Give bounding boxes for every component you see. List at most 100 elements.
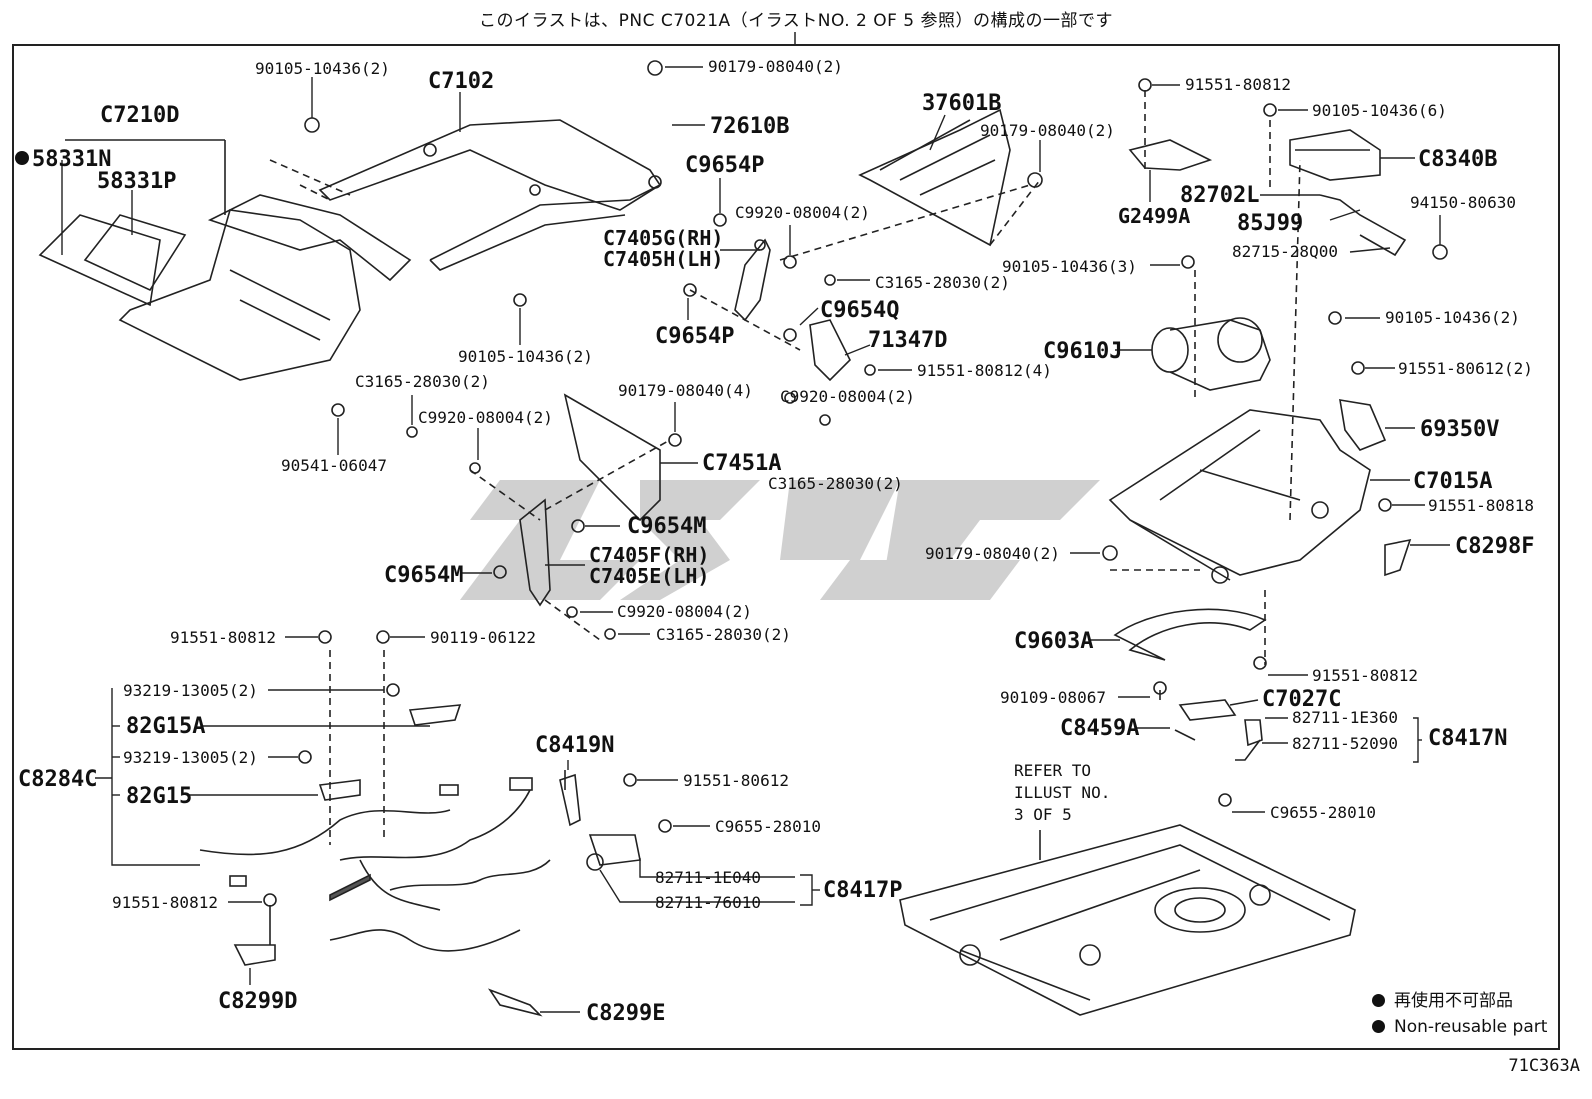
- watermark-logo: [460, 480, 1100, 600]
- refer-line: 3 OF 5: [1014, 805, 1072, 824]
- callout-c38: 94150-80630: [1410, 193, 1516, 212]
- callout-c22: 90179-08040(4): [618, 381, 753, 400]
- callout-c4: 58331N: [32, 147, 111, 172]
- seat-frame-left: [38, 140, 412, 381]
- callout-c66: C8419N: [535, 733, 614, 758]
- callout-c3: C7210D: [100, 103, 179, 128]
- refer-line: ILLUST NO.: [1014, 783, 1111, 802]
- lower-track: [899, 824, 1356, 1016]
- callout-c47: 91551-80818: [1428, 496, 1534, 515]
- callout-c17: 71347D: [868, 328, 947, 353]
- non-reusable-marker-icon: [15, 151, 29, 165]
- fasteners: [263, 60, 1448, 907]
- callout-c50: C9603A: [1014, 629, 1093, 654]
- callout-c27: C9654M: [627, 514, 706, 539]
- callout-c41: 90105-10436(3): [1002, 257, 1137, 276]
- callout-c65: C8284C: [18, 767, 97, 792]
- callout-c46: C7015A: [1413, 469, 1492, 494]
- callout-c15: C9654P: [655, 324, 734, 349]
- cover-C9603A: [1113, 590, 1267, 665]
- callout-c5: 58331P: [97, 169, 176, 194]
- callout-c12: C7405G(RH): [603, 226, 723, 250]
- callout-c49: C8298F: [1455, 534, 1534, 559]
- refer-line: REFER TO: [1014, 761, 1092, 780]
- callout-c10: 90179-08040(2): [980, 121, 1115, 140]
- callout-c69: 82711-1E040: [655, 868, 761, 887]
- callout-c29: C7405E(LH): [589, 564, 709, 588]
- callout-c72: 91551-80812: [112, 893, 218, 912]
- diagram-frame: [12, 44, 1560, 1050]
- legend-item: Non-reusable part: [1372, 1017, 1547, 1037]
- wire-harness: [199, 650, 641, 1017]
- header-note: このイラストは、PNC C7021A（イラストNO. 2 OF 5 参照）の構成…: [478, 11, 1114, 31]
- callout-c43: C9610J: [1043, 339, 1122, 364]
- callout-c54: C8459A: [1060, 716, 1139, 741]
- callout-c56: 82711-52090: [1292, 734, 1398, 753]
- callout-c70: 82711-76010: [655, 893, 761, 912]
- callout-c62: 82G15A: [126, 714, 205, 739]
- callout-c37: 82702L: [1180, 183, 1259, 208]
- module-C8340B: [1128, 90, 1407, 257]
- legend-item: 再使用不可部品: [1372, 986, 1547, 1011]
- callout-c13: C7405H(LH): [603, 247, 723, 271]
- callout-c26: C7451A: [702, 451, 781, 476]
- callout-c57: C8417N: [1428, 726, 1507, 751]
- callout-c53: C7027C: [1262, 687, 1341, 712]
- callout-c18: 91551-80812(4): [917, 361, 1052, 380]
- callout-c51: 91551-80812: [1312, 666, 1418, 685]
- small-parts-C7027C: [1159, 690, 1263, 761]
- filled-circle-icon: [1372, 994, 1385, 1007]
- callout-c2: C7102: [428, 69, 494, 94]
- callout-c35: 90105-10436(6): [1312, 101, 1447, 120]
- legend-text: 再使用不可部品: [1394, 991, 1513, 1011]
- callout-c42: 90105-10436(2): [1385, 308, 1520, 327]
- reference-code: 71C363A: [1508, 1056, 1580, 1076]
- legend-text: Non-reusable part: [1394, 1017, 1548, 1037]
- callout-c61: 93219-13005(2): [123, 681, 258, 700]
- callout-c63: 93219-13005(2): [123, 748, 258, 767]
- refer-note: REFER TO ILLUST NO. 3 OF 5: [1014, 760, 1110, 826]
- callout-c19: 90105-10436(2): [458, 347, 593, 366]
- callout-c74: C8299E: [586, 1001, 665, 1026]
- callout-c33: 91551-80812: [1185, 75, 1291, 94]
- callout-c31: C9920-08004(2): [617, 602, 752, 621]
- leader-lines: [61, 66, 1450, 1013]
- callout-c71: C8417P: [823, 878, 902, 903]
- callout-c25: 90541-06047: [281, 456, 387, 475]
- callout-c73: C8299D: [218, 989, 297, 1014]
- callout-c7: 72610B: [710, 114, 789, 139]
- callout-c16: C9654Q: [820, 298, 899, 323]
- line-art: [38, 60, 1448, 1017]
- callout-c21: C9920-08004(2): [780, 387, 915, 406]
- upper-rail: [318, 119, 662, 271]
- callout-c40: 82715-28Q00: [1232, 242, 1338, 261]
- callout-c23: C9920-08004(2): [418, 408, 553, 427]
- callout-c24: C3165-28030(2): [768, 474, 903, 493]
- callout-c1: 90105-10436(2): [255, 59, 390, 78]
- callout-c28: C7405F(RH): [589, 543, 709, 567]
- callout-c67: 91551-80612: [683, 771, 789, 790]
- callout-c9: 37601B: [922, 91, 1001, 116]
- callout-c59: 91551-80812: [170, 628, 276, 647]
- legend: 再使用不可部品 Non-reusable part: [1372, 986, 1547, 1043]
- callout-c52: 90109-08067: [1000, 688, 1106, 707]
- callout-c11: C9920-08004(2): [735, 203, 870, 222]
- callout-c34: G2499A: [1118, 204, 1190, 228]
- callout-c55: 82711-1E360: [1292, 708, 1398, 727]
- callout-c64: 82G15: [126, 784, 192, 809]
- callout-c45: 69350V: [1420, 417, 1499, 442]
- callout-c39: 85J99: [1237, 211, 1303, 236]
- callout-c58: C9655-28010: [1270, 803, 1376, 822]
- frame-C7015A: [1108, 159, 1412, 584]
- callout-c44: 91551-80612(2): [1398, 359, 1533, 378]
- filled-circle-icon: [1372, 1020, 1385, 1033]
- callout-c32: C3165-28030(2): [656, 625, 791, 644]
- callout-c8: C9654P: [685, 153, 764, 178]
- callout-c30: C9654M: [384, 563, 463, 588]
- link-C7405G: [689, 184, 1031, 382]
- callout-c14: C3165-28030(2): [875, 273, 1010, 292]
- callout-c48: 90179-08040(2): [925, 544, 1060, 563]
- bracket-37601B: [858, 108, 1041, 247]
- callout-c6: 90179-08040(2): [708, 57, 843, 76]
